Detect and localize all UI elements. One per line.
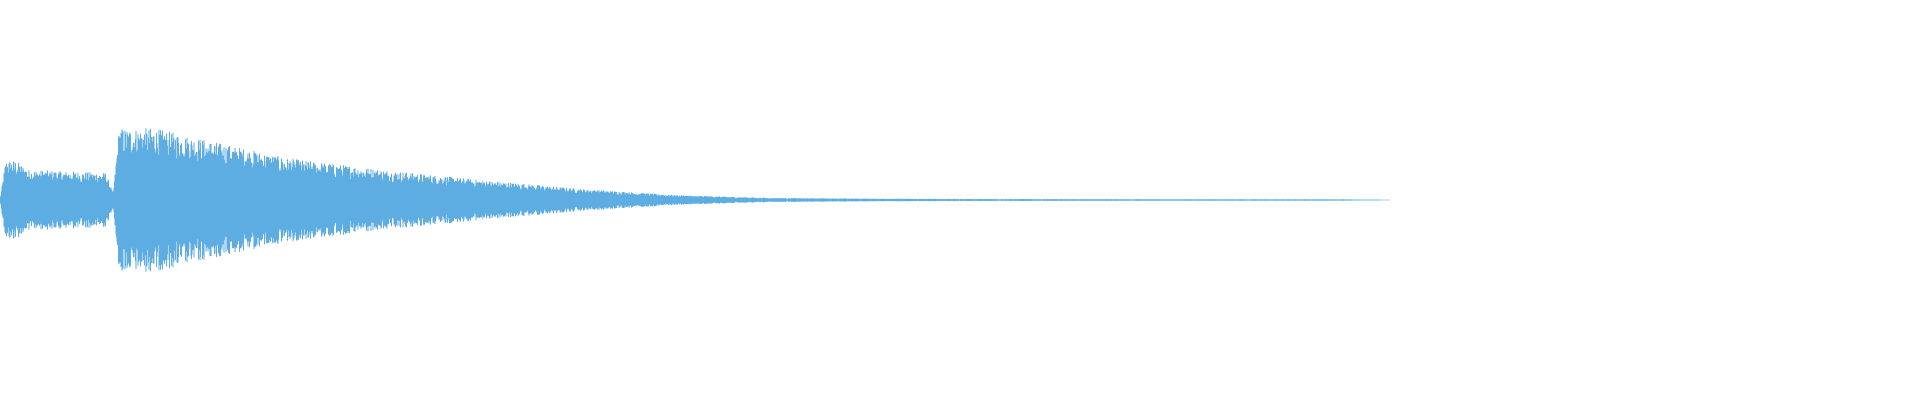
waveform-signal: [0, 128, 1381, 272]
